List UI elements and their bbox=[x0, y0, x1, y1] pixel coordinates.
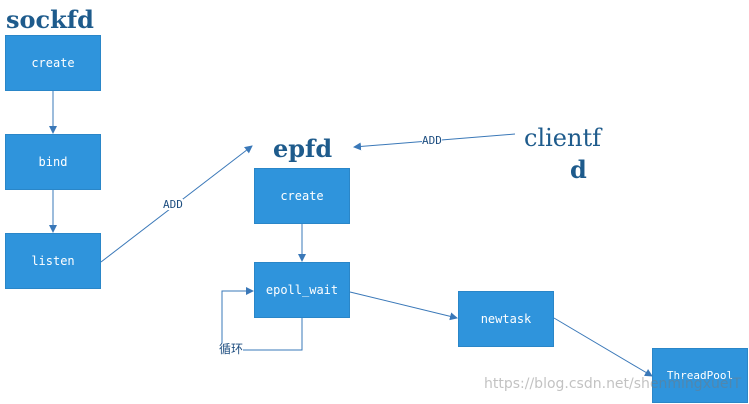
clientfd-title-line2: d bbox=[570, 155, 587, 184]
edge-label-add-clientfd: ADD bbox=[422, 134, 442, 147]
epoll-wait-node: epoll_wait bbox=[254, 262, 350, 318]
epfd-title: epfd bbox=[273, 134, 333, 163]
arrow-epollwait-to-newtask bbox=[349, 291, 458, 321]
sockfd-listen-node: listen bbox=[5, 233, 101, 289]
arrow-newtask-to-threadpool bbox=[553, 317, 653, 377]
sockfd-title: sockfd bbox=[6, 5, 94, 34]
threadpool-node: ThreadPool bbox=[652, 348, 748, 403]
edge-label-add-listen: ADD bbox=[163, 198, 183, 211]
newtask-node: newtask bbox=[458, 291, 554, 347]
sockfd-create-node: create bbox=[5, 35, 101, 91]
sockfd-bind-node: bind bbox=[5, 134, 101, 190]
watermark: https://blog.csdn.net/shenmingxueIT bbox=[484, 376, 742, 392]
loop-label: 循环 bbox=[219, 342, 244, 356]
epfd-create-node: create bbox=[254, 168, 350, 224]
clientfd-title-line1: clientf bbox=[524, 124, 601, 152]
